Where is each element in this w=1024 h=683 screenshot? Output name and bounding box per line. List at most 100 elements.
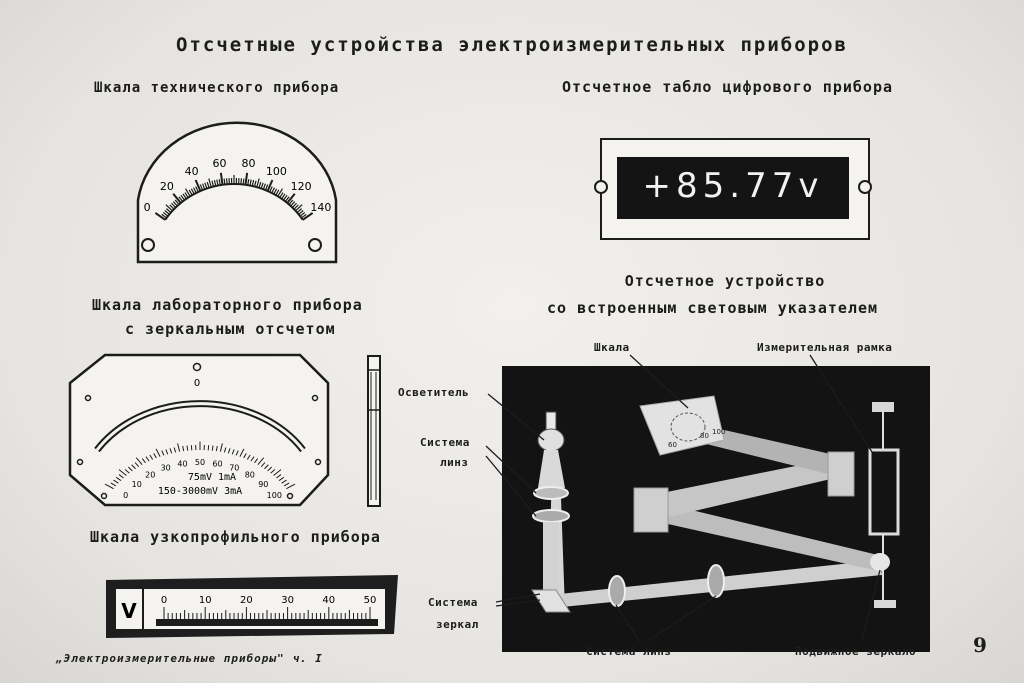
light-pointer-title-line1: Отсчетное устройство — [624, 272, 826, 290]
light-scale-tick-60: 60 — [668, 441, 677, 449]
lab-scale-tick — [223, 447, 227, 453]
lens-4 — [707, 564, 725, 598]
technical-scale-tick — [204, 182, 208, 189]
technical-scale-tick — [251, 180, 255, 187]
technical-scale-tick — [264, 184, 269, 191]
main-title: Отсчетные устройства электроизмерительны… — [176, 34, 848, 56]
technical-scale-tick — [213, 180, 217, 187]
lens-2 — [532, 509, 570, 523]
beam-diag-upper — [652, 458, 835, 520]
digital-readout-value: +85.77v — [642, 166, 824, 206]
label-lens-system-line1: Система — [420, 436, 470, 449]
lab-scale-side-profile — [367, 355, 381, 507]
technical-scale-title: Шкала технического прибора — [94, 80, 340, 96]
lab-scale-tick — [278, 476, 285, 481]
label-mirror-system-line1: Система — [428, 596, 478, 609]
technical-scale-tick — [182, 193, 187, 200]
light-scale-tick-80: 80 — [700, 432, 709, 440]
lab-scale-tick — [131, 464, 136, 470]
technical-scale-tick — [216, 179, 219, 186]
lab-range-line2: 150-3000mV 3mA — [158, 486, 242, 497]
lab-scale-tick — [169, 448, 173, 454]
technical-scale-tick — [291, 202, 297, 208]
digital-readout: +85.77v — [617, 157, 849, 219]
lab-scale-tick — [286, 483, 296, 490]
technical-scale-tick — [188, 189, 193, 196]
lab-scale-tick — [141, 458, 146, 464]
lab-scale-tick — [161, 450, 165, 456]
technical-scale-tick — [172, 193, 182, 204]
lab-scale-tick — [165, 449, 169, 455]
lab-scale-tick — [239, 448, 245, 457]
beam-diag-lower — [650, 500, 878, 570]
technical-scale-tick — [165, 208, 172, 214]
narrow-scale-ticks — [163, 607, 371, 619]
technical-scale-tick — [206, 181, 210, 188]
light-scale-panel — [639, 395, 725, 456]
technical-scale-tick — [199, 184, 204, 191]
technical-scale-tick — [256, 178, 260, 188]
lab-scale-label: 80 — [245, 471, 255, 480]
lab-scale-label: 10 — [132, 480, 142, 489]
lab-scale-tick — [215, 445, 218, 452]
lab-scale-tick — [254, 458, 259, 464]
lab-scale-label: 40 — [177, 459, 187, 468]
label-mirror-system-line2: зеркал — [436, 618, 479, 631]
label-lens-system-bottom: Система линз — [586, 645, 672, 658]
label-moving-mirror: Подвижное зеркало — [795, 645, 917, 658]
technical-scale-tick — [162, 211, 169, 217]
lab-scale-tick — [273, 469, 282, 476]
lab-scale-label: 60 — [212, 459, 222, 468]
lab-scale-tick — [235, 450, 239, 456]
technical-scale-tick — [296, 208, 303, 214]
lab-scale-tick — [127, 466, 133, 472]
technical-scale-tick — [281, 193, 286, 200]
technical-scale-tick — [271, 187, 275, 194]
technical-scale-tick — [242, 178, 245, 185]
technical-scale-tick — [154, 212, 166, 221]
technical-scale-tick — [295, 204, 303, 212]
lab-scale-label: 0 — [123, 491, 128, 500]
technical-scale-tick — [202, 183, 206, 190]
lab-scale-tick — [227, 448, 231, 454]
lab-scale-tick — [264, 464, 269, 470]
technical-scale-label: 40 — [185, 165, 199, 178]
label-scale: Шкала — [594, 341, 630, 354]
lab-scale-tick — [219, 443, 223, 452]
technical-scale-tick — [180, 194, 185, 201]
narrow-unit-symbol: V — [121, 599, 137, 623]
technical-scale-tick — [171, 202, 177, 208]
lab-scale-tick — [104, 483, 114, 490]
technical-scale-tick — [208, 178, 212, 188]
lab-scale-label: 20 — [145, 471, 155, 480]
technical-scale-tick — [211, 180, 215, 187]
lab-scale-tick — [257, 457, 265, 466]
technical-scale-tick — [273, 188, 278, 195]
light-pointer-title-line2: со встроенным световым указателем — [547, 299, 879, 317]
narrow-scale-label: 30 — [281, 595, 294, 606]
lab-scale-tick — [155, 448, 161, 457]
label-lens-system-line2: линз — [440, 456, 469, 469]
illuminator-lamp — [537, 428, 565, 452]
technical-scale-label: 80 — [241, 157, 255, 170]
technical-scale-tick — [184, 188, 191, 197]
technical-scale-arc — [164, 183, 304, 221]
technical-scale-tick — [262, 183, 266, 190]
lab-scale-label: 30 — [161, 464, 171, 473]
lab-range-line1: 75mV 1mA — [188, 472, 236, 483]
lab-scale-tick — [115, 476, 122, 481]
narrow-scale-label: 20 — [240, 595, 253, 606]
label-illuminator: Осветитель — [398, 386, 470, 399]
technical-scale-tick — [275, 189, 280, 196]
technical-scale-tick — [283, 194, 288, 201]
lab-scale-tick — [281, 479, 287, 484]
lab-scale-tick — [124, 469, 130, 474]
lab-scale-tick — [182, 445, 185, 452]
narrow-scale-label: 40 — [322, 595, 335, 606]
narrow-scale-label: 0 — [161, 595, 167, 606]
lab-scale-title-line2: с зеркальным отсчетом — [125, 320, 336, 338]
technical-scale-tick — [253, 180, 257, 187]
lab-scale-label: 100 — [267, 491, 282, 500]
